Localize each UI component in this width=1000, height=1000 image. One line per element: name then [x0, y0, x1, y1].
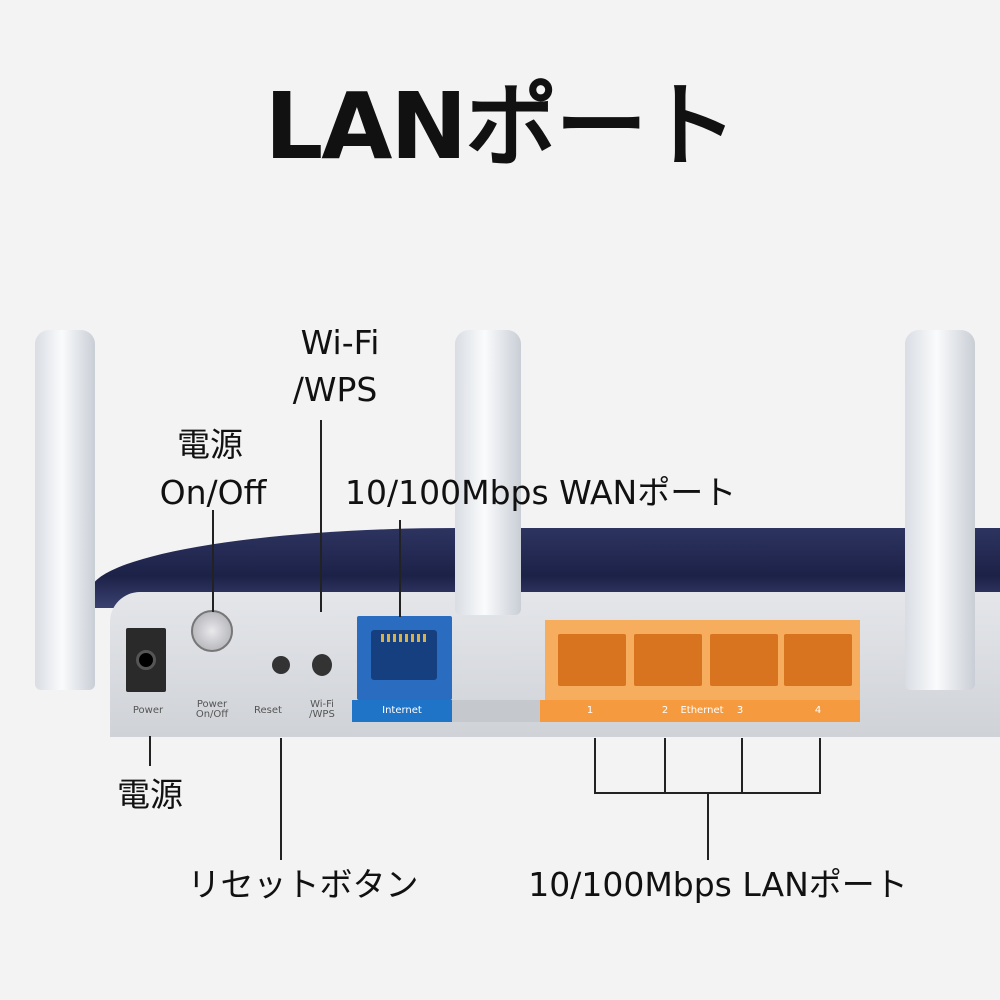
callout-line-wps — [320, 420, 322, 612]
callout-reset-button: リセットボタン — [187, 865, 419, 904]
label-line: Wi-Fi — [310, 699, 334, 710]
lan-label-bar — [540, 700, 860, 722]
wps-button[interactable] — [312, 654, 332, 676]
lan-port-4[interactable] — [784, 634, 852, 686]
reset-button[interactable] — [272, 656, 290, 674]
callout-line-lan — [707, 792, 709, 860]
lan-port-3[interactable] — [710, 634, 778, 686]
reset-panel-label: Reset — [254, 705, 282, 716]
lan-port-number: 3 — [736, 705, 744, 716]
label-line: On/Off — [195, 709, 229, 720]
ethernet-label: Ethernet — [680, 705, 724, 716]
label-line: Power — [196, 699, 228, 710]
callout-line-lan — [819, 738, 821, 794]
wps-panel-label: Wi-Fi/WPS — [309, 700, 335, 720]
callout-line-lan — [741, 738, 743, 794]
antenna-right — [905, 330, 975, 690]
callout-wifi: Wi-Fi — [300, 323, 380, 362]
callout-power-switch: 電源 — [177, 425, 243, 464]
lan-port-number: 4 — [814, 705, 822, 716]
lan-port-2[interactable] — [634, 634, 702, 686]
callout-line-wan — [399, 520, 401, 617]
lan-port-1[interactable] — [558, 634, 626, 686]
power-switch-button[interactable] — [191, 610, 233, 652]
wan-label-bar — [352, 700, 452, 722]
power-panel-label: Power — [132, 705, 164, 716]
callout-wps: /WPS — [292, 370, 378, 409]
page-title: LANポート — [264, 73, 738, 180]
power-jack — [126, 628, 166, 692]
lan-port-number: 2 — [661, 705, 669, 716]
callout-line-lan — [664, 738, 666, 794]
callout-onoff: On/Off — [159, 473, 267, 512]
callout-lan-ports: 10/100Mbps LANポート — [528, 865, 908, 904]
callout-wan-port: 10/100Mbps WANポート — [345, 473, 737, 512]
callout-line-lan — [594, 738, 596, 794]
callout-power: 電源 — [117, 775, 183, 814]
callout-line-power-switch — [212, 510, 214, 612]
callout-line-power — [149, 736, 151, 766]
antenna-center — [455, 330, 521, 615]
lan-port-number: 1 — [586, 705, 594, 716]
callout-line-reset — [280, 738, 282, 860]
wan-port[interactable] — [357, 616, 452, 700]
label-line: /WPS — [309, 709, 335, 720]
internet-label: Internet — [382, 705, 422, 716]
blank-label-strip — [452, 700, 540, 722]
antenna-left — [35, 330, 95, 690]
